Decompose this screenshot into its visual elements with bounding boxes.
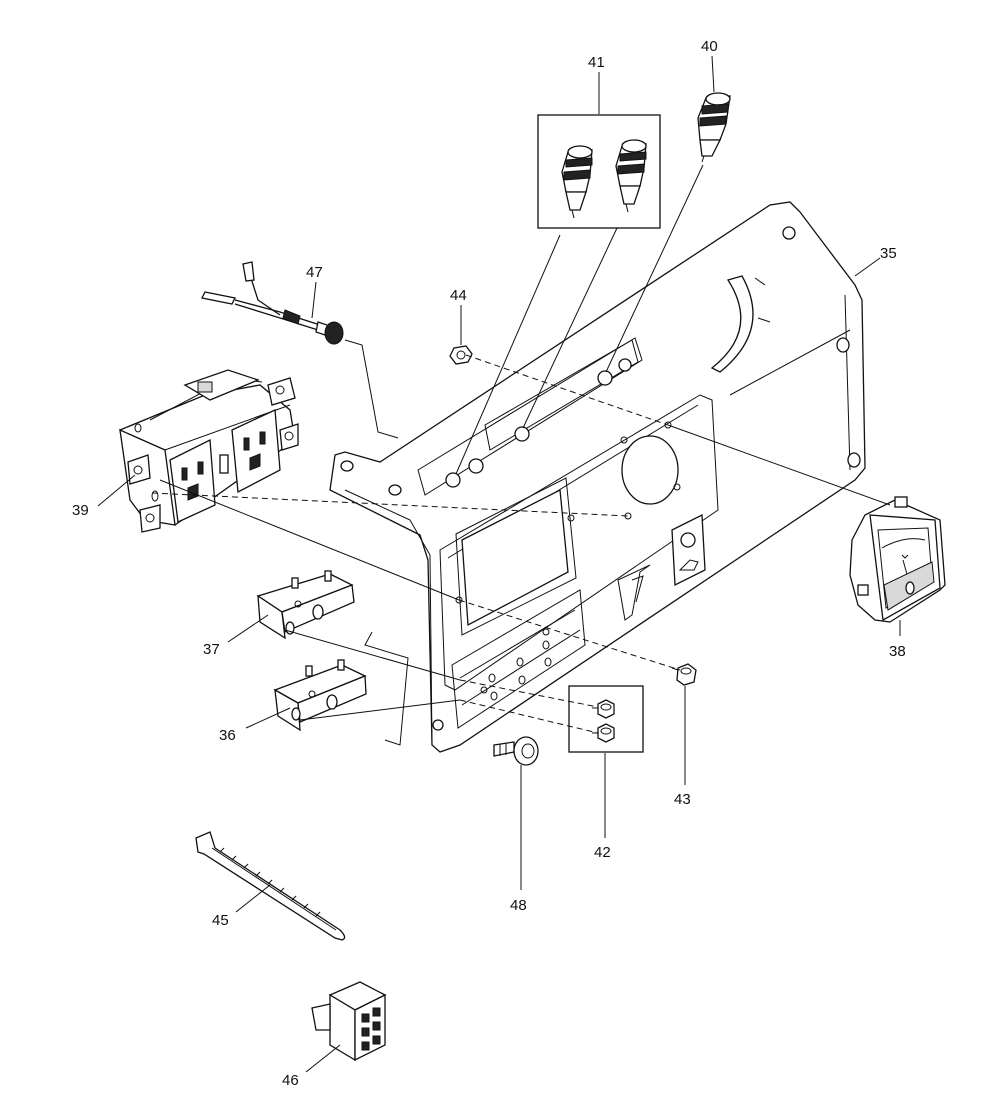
- bolt-48: [493, 736, 539, 766]
- nut-44: [449, 345, 473, 365]
- breaker-37: [256, 570, 355, 640]
- svg-text:43: 43: [674, 791, 691, 808]
- callout-36: 36: [219, 707, 291, 744]
- terminal-41a: [561, 145, 593, 219]
- callout-44: 44: [450, 287, 467, 345]
- callout-41: 41: [588, 54, 605, 114]
- voltmeter-38: [849, 496, 946, 623]
- svg-text:39: 39: [72, 502, 89, 519]
- svg-text:42: 42: [594, 844, 611, 861]
- svg-text:45: 45: [212, 912, 229, 929]
- receptacle-39: [119, 369, 299, 533]
- screw-43: [671, 663, 697, 686]
- terminal-40: [697, 92, 731, 163]
- svg-text:48: 48: [510, 897, 527, 914]
- callout-43: 43: [674, 686, 691, 808]
- svg-text:36: 36: [219, 727, 236, 744]
- svg-text:38: 38: [889, 643, 906, 660]
- terminal-group-41: [537, 114, 661, 229]
- callout-42: 42: [594, 753, 611, 861]
- svg-text:40: 40: [701, 38, 718, 55]
- callout-37: 37: [203, 614, 269, 658]
- callout-39: 39: [72, 474, 136, 519]
- callout-38: 38: [889, 620, 906, 660]
- callout-47: 47: [306, 264, 323, 319]
- pilot-lamp-wire-47: [201, 261, 344, 345]
- breaker-36: [273, 659, 367, 732]
- connector-46: [311, 981, 387, 1062]
- callout-40: 40: [701, 38, 718, 93]
- svg-text:46: 46: [282, 1072, 299, 1089]
- terminal-41b: [615, 139, 647, 213]
- svg-text:47: 47: [306, 264, 323, 281]
- callout-45: 45: [212, 884, 271, 929]
- callout-46: 46: [282, 1044, 341, 1089]
- svg-text:41: 41: [588, 54, 605, 71]
- screw-group-42: [568, 685, 644, 753]
- callout-35: 35: [854, 245, 897, 277]
- svg-text:35: 35: [880, 245, 897, 262]
- svg-text:44: 44: [450, 287, 467, 304]
- control-panel-35: [329, 201, 866, 753]
- svg-text:37: 37: [203, 641, 220, 658]
- callout-48: 48: [510, 765, 527, 914]
- assembly-lines: [151, 164, 891, 746]
- cable-tie-45: [195, 831, 346, 941]
